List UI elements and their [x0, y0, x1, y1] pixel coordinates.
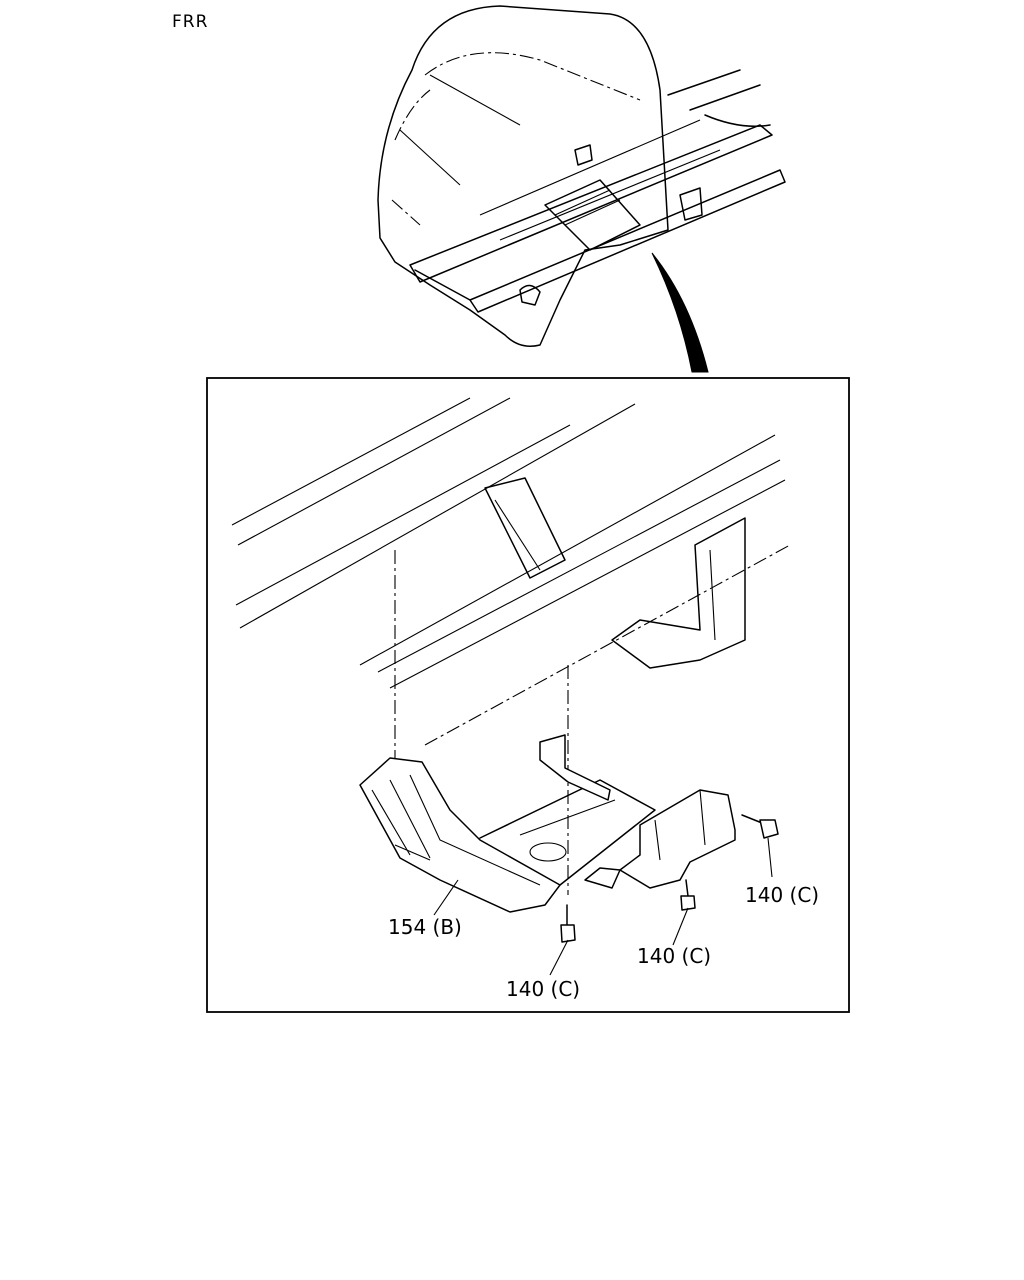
detail-frame: [206, 377, 850, 1013]
bolt-middle-icon: [680, 879, 696, 911]
callout-140c-right: 140 (C): [745, 883, 819, 907]
callout-140c-middle: 140 (C): [637, 944, 711, 968]
bolt-right-icon: [741, 814, 779, 839]
truck-overview: [377, 5, 786, 373]
callout-140c-bottom: 140 (C): [506, 977, 580, 1001]
bolt-bottom-icon: [560, 904, 576, 943]
callout-154b: 154 (B): [388, 915, 462, 939]
detail-view: [231, 397, 791, 976]
model-label: FRR: [172, 12, 209, 32]
